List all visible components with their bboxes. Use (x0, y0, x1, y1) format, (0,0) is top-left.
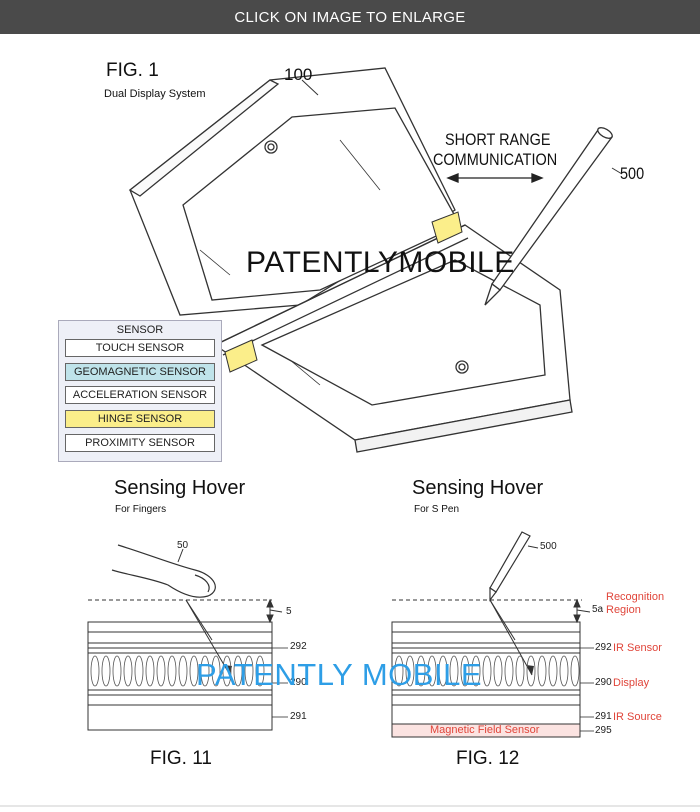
comm-line2: COMMUNICATION (433, 150, 558, 169)
fig11-title: Sensing Hover (114, 477, 246, 499)
ref-292-fig11: 292 (290, 641, 307, 652)
dual-display-device (128, 67, 573, 453)
watermark-bottom: PATENTLY MOBILE (196, 657, 483, 692)
comm-line1: SHORT RANGE (445, 130, 551, 149)
recognition-line1: Recognition (606, 591, 665, 603)
enlarge-label: CLICK ON IMAGE TO ENLARGE (234, 8, 466, 26)
label-ir-sensor: IR Sensor (613, 642, 662, 654)
recognition-line2: Region (606, 604, 641, 616)
fig12-title: Sensing Hover (412, 477, 544, 499)
fig12-pen (489, 531, 531, 602)
enlarge-banner[interactable]: CLICK ON IMAGE TO ENLARGE (0, 0, 700, 34)
fig12-layer-stack (391, 621, 581, 738)
ref-290-fig12: 290 (595, 677, 612, 688)
fig1-subtitle: Dual Display System (104, 88, 206, 100)
ref-5: 5 (286, 606, 292, 617)
sensor-acceleration: ACCELERATION SENSOR (65, 386, 215, 404)
fig1-title: FIG. 1 (106, 60, 159, 81)
fig11-layer-stack (87, 621, 273, 731)
ref-500: 500 (620, 164, 645, 183)
label-ir-source: IR Source (613, 711, 662, 723)
sensor-hinge: HINGE SENSOR (65, 410, 215, 428)
fig11-caption: FIG. 11 (150, 748, 212, 769)
watermark-top: PATENTLYMOBILE (246, 246, 515, 279)
sensor-panel-header: SENSOR (116, 324, 164, 336)
s-pen-500 (484, 127, 613, 306)
ref-50: 50 (177, 540, 189, 551)
ref-295: 295 (595, 725, 612, 736)
sensor-touch: TOUCH SENSOR (65, 339, 215, 357)
label-magnetic-field-sensor: Magnetic Field Sensor (430, 724, 540, 736)
label-display: Display (613, 677, 650, 689)
ref-5a: 5a (592, 604, 604, 615)
ref-290-fig11: 290 (290, 677, 307, 688)
patent-drawing (0, 67, 700, 807)
ref-291-fig12: 291 (595, 711, 612, 722)
ref-100: 100 (284, 65, 313, 84)
fig12-subtitle: For S Pen (414, 504, 460, 515)
sensor-panel: SENSOR TOUCH SENSOR GEOMAGNETIC SENSOR A… (58, 320, 222, 462)
fig12-caption: FIG. 12 (456, 748, 520, 769)
fig11-subtitle: For Fingers (115, 504, 167, 515)
ref-292-fig12: 292 (595, 642, 612, 653)
fig11-finger (111, 544, 216, 598)
patent-figure-image[interactable]: FIG. 1 Dual Display System 100 SHORT RAN… (0, 34, 700, 812)
sensor-proximity: PROXIMITY SENSOR (65, 434, 215, 452)
ref-291-fig11: 291 (290, 711, 307, 722)
ref-500-fig12: 500 (540, 541, 557, 552)
sensor-geomagnetic: GEOMAGNETIC SENSOR (65, 363, 215, 381)
